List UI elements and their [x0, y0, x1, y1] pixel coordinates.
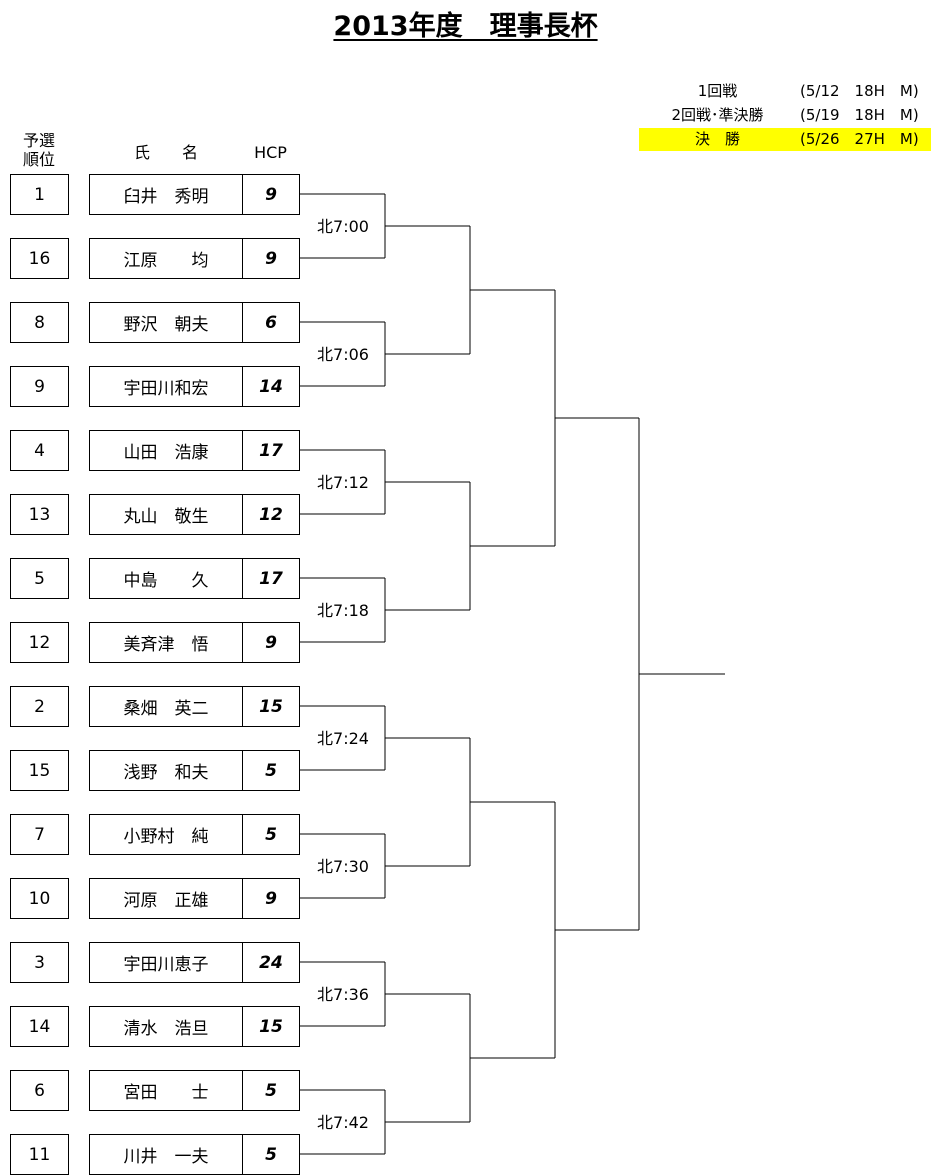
- hcp-cell: 12: [242, 494, 300, 535]
- seed-cell: 2: [10, 686, 69, 727]
- player-name-cell: 川井 一夫: [89, 1134, 243, 1175]
- seed-cell: 3: [10, 942, 69, 983]
- hcp-cell: 17: [242, 558, 300, 599]
- final-highlight: [639, 128, 931, 151]
- schedule-round-1: 1回戦: [697, 82, 738, 100]
- schedule-date-2: (5/19 18H M): [800, 106, 919, 124]
- player-name-cell: 臼井 秀明: [89, 174, 243, 215]
- seed-cell: 14: [10, 1006, 69, 1047]
- player-name-cell: 宇田川恵子: [89, 942, 243, 983]
- player-name-cell: 江原 均: [89, 238, 243, 279]
- player-name-cell: 野沢 朝夫: [89, 302, 243, 343]
- seed-cell: 15: [10, 750, 69, 791]
- seed-cell: 13: [10, 494, 69, 535]
- player-name-cell: 丸山 敬生: [89, 494, 243, 535]
- hcp-cell: 5: [242, 814, 300, 855]
- seed-cell: 8: [10, 302, 69, 343]
- player-name-cell: 山田 浩康: [89, 430, 243, 471]
- hcp-cell: 9: [242, 878, 300, 919]
- seed-cell: 6: [10, 1070, 69, 1111]
- seed-cell: 1: [10, 174, 69, 215]
- hcp-cell: 17: [242, 430, 300, 471]
- hcp-cell: 6: [242, 302, 300, 343]
- hcp-cell: 15: [242, 686, 300, 727]
- hcp-cell: 5: [242, 1070, 300, 1111]
- hcp-cell: 14: [242, 366, 300, 407]
- hcp-cell: 5: [242, 750, 300, 791]
- schedule-round-final: 決 勝: [694, 130, 740, 148]
- hcp-cell: 24: [242, 942, 300, 983]
- hcp-cell: 5: [242, 1134, 300, 1175]
- hcp-cell: 15: [242, 1006, 300, 1047]
- seed-cell: 7: [10, 814, 69, 855]
- header-name: 氏 名: [133, 143, 198, 162]
- header-hcp: HCP: [254, 143, 287, 162]
- schedule-date-1: (5/12 18H M): [800, 82, 919, 100]
- player-name-cell: 清水 浩旦: [89, 1006, 243, 1047]
- match-time-label: 北7:00: [303, 217, 383, 237]
- player-name-cell: 中島 久: [89, 558, 243, 599]
- player-name-cell: 美斉津 悟: [89, 622, 243, 663]
- match-time-label: 北7:36: [303, 985, 383, 1005]
- player-name-cell: 浅野 和夫: [89, 750, 243, 791]
- match-time-label: 北7:42: [303, 1113, 383, 1133]
- seed-cell: 11: [10, 1134, 69, 1175]
- page-title: 2013年度 理事長杯: [333, 11, 598, 42]
- header-seed: 予選 順位: [22, 131, 55, 169]
- seed-cell: 12: [10, 622, 69, 663]
- schedule-round-2: 2回戦･準決勝: [671, 106, 764, 124]
- match-time-label: 北7:06: [303, 345, 383, 365]
- seed-cell: 9: [10, 366, 69, 407]
- match-time-label: 北7:24: [303, 729, 383, 749]
- player-name-cell: 宮田 士: [89, 1070, 243, 1111]
- player-name-cell: 宇田川和宏: [89, 366, 243, 407]
- player-name-cell: 河原 正雄: [89, 878, 243, 919]
- match-time-label: 北7:18: [303, 601, 383, 621]
- hcp-cell: 9: [242, 174, 300, 215]
- hcp-cell: 9: [242, 622, 300, 663]
- player-name-cell: 小野村 純: [89, 814, 243, 855]
- hcp-cell: 9: [242, 238, 300, 279]
- match-time-label: 北7:30: [303, 857, 383, 877]
- match-time-label: 北7:12: [303, 473, 383, 493]
- seed-cell: 10: [10, 878, 69, 919]
- seed-cell: 4: [10, 430, 69, 471]
- player-name-cell: 桑畑 英二: [89, 686, 243, 727]
- schedule-date-final: (5/26 27H M): [800, 130, 919, 148]
- seed-cell: 16: [10, 238, 69, 279]
- seed-cell: 5: [10, 558, 69, 599]
